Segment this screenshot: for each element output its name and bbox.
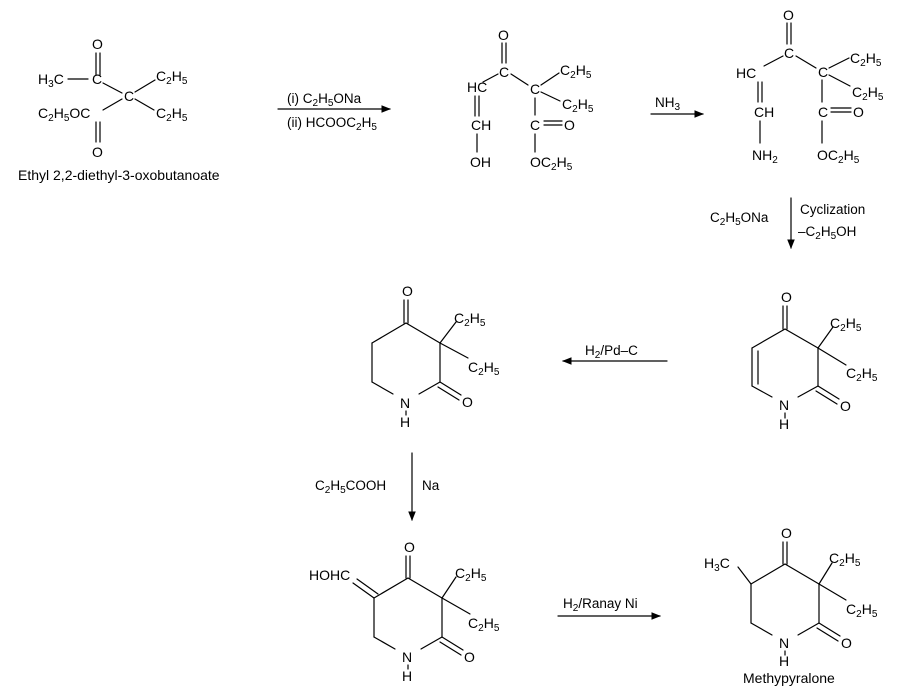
hydroxyl-group: OH (470, 154, 491, 170)
reagent-label: NH3 (655, 95, 681, 113)
compound-methypyralone: O H3C N H O C2H5 C2H5 Methypyralone (704, 525, 878, 686)
atom-c: C (499, 64, 509, 80)
atom-c: C (92, 71, 102, 87)
hydroxymethylene-group: HOHC (309, 567, 350, 583)
atom-o: O (781, 525, 792, 541)
ethyl-group: C2H5 (156, 68, 188, 87)
ethoxy-group: OC2H5 (817, 147, 860, 166)
reagent-label: –C2H5OH (798, 224, 856, 242)
reaction-arrow-step1: (i) C2H5ONa (ii) HCOOC2H5 (277, 91, 391, 133)
ethyl-group: C2H5 (562, 96, 594, 115)
ethyl-group: C2H5 (468, 359, 500, 378)
methine-group: HC (467, 79, 487, 95)
reagent-label: C2H5COOH (315, 478, 386, 496)
compound-name: Methypyralone (743, 670, 835, 686)
atom-n: N (779, 397, 789, 413)
atom-o: O (462, 394, 473, 410)
reagent-label: (i) C2H5ONa (287, 91, 362, 109)
compound-dihydropyridinedione: O N H O C2H5 C2H5 (751, 289, 878, 432)
reaction-arrow-step5: C2H5COOH Na (315, 452, 440, 521)
atom-o: O (402, 283, 413, 299)
methyl-group: H3C (38, 71, 64, 90)
ethyl-group: C2H5 (846, 601, 878, 620)
compound-name: Ethyl 2,2-diethyl-3-oxobutanoate (18, 167, 220, 183)
ethyl-group: C2H5 (560, 62, 592, 81)
atom-o: O (92, 144, 103, 160)
atom-c: C (530, 81, 540, 97)
atom-n: N (400, 395, 410, 411)
ethyl-group: C2H5 (829, 550, 861, 569)
ethyl-group: C2H5 (830, 315, 862, 334)
ethyl-group: C2H5 (468, 615, 500, 634)
atom-o: O (92, 36, 103, 52)
atom-c: C (124, 88, 134, 104)
atom-c: C (818, 64, 828, 80)
reagent-label: Cyclization (800, 202, 865, 217)
ethyl-group: C2H5 (454, 310, 486, 329)
atom-o: O (464, 649, 475, 665)
ethyl-group: C2H5 (852, 84, 884, 103)
atom-o: O (781, 289, 792, 305)
reaction-arrow-step3: C2H5ONa Cyclization –C2H5OH (710, 197, 865, 249)
ethyl-group: C2H5 (455, 565, 487, 584)
reagent-label: (ii) HCOOC2H5 (287, 115, 377, 133)
compound-aminomethylene: O C HC C C2H5 C2H5 CH NH2 C O OC2H5 (736, 7, 884, 166)
reaction-arrow-step2: NH3 (650, 95, 704, 118)
compound-hydroxymethylene: O C HC C C2H5 C2H5 CH OH C O OC2H5 (467, 27, 594, 173)
ethoxy-group: OC2H5 (530, 154, 573, 173)
ethyl-group: C2H5 (850, 50, 882, 69)
reagent-label: H2/Ranay Ni (563, 596, 638, 614)
atom-c: C (530, 117, 540, 133)
compound-ethyl-ester: O H3C C C C2H5 C2H5 C2H5OC O Ethyl 2,2-d… (18, 36, 220, 183)
methine-group: CH (471, 117, 491, 133)
atom-h: H (400, 414, 410, 430)
atom-h: H (779, 416, 789, 432)
amino-group: NH2 (752, 147, 778, 166)
atom-n: N (402, 649, 412, 665)
atom-h: H (402, 668, 412, 684)
atom-o: O (498, 27, 509, 43)
atom-o: O (404, 539, 415, 555)
atom-o: O (564, 117, 575, 133)
methine-group: HC (736, 65, 756, 81)
reaction-arrow-step4: H2/Pd–C (562, 343, 668, 365)
compound-hydroxymethylene-piperidinedione: O HOHC N H O C2H5 C2H5 (309, 539, 500, 684)
atom-c: C (818, 104, 828, 120)
methine-group: CH (754, 104, 774, 120)
ester-group: C2H5OC (38, 105, 90, 124)
atom-c: C (784, 45, 794, 61)
atom-o: O (841, 635, 852, 651)
atom-o: O (783, 7, 794, 23)
reaction-arrow-step6: H2/Ranay Ni (557, 596, 661, 620)
reagent-label: C2H5ONa (710, 210, 769, 228)
atom-o: O (853, 104, 864, 120)
ethyl-group: C2H5 (156, 105, 188, 124)
atom-o: O (840, 398, 851, 414)
ethyl-group: C2H5 (846, 365, 878, 384)
methyl-group: H3C (704, 555, 730, 574)
compound-piperidinedione: O N H O C2H5 C2H5 (371, 283, 500, 430)
reagent-label: H2/Pd–C (585, 343, 638, 361)
atom-h: H (779, 653, 789, 669)
reagent-label: Na (422, 478, 440, 493)
atom-n: N (779, 635, 789, 651)
